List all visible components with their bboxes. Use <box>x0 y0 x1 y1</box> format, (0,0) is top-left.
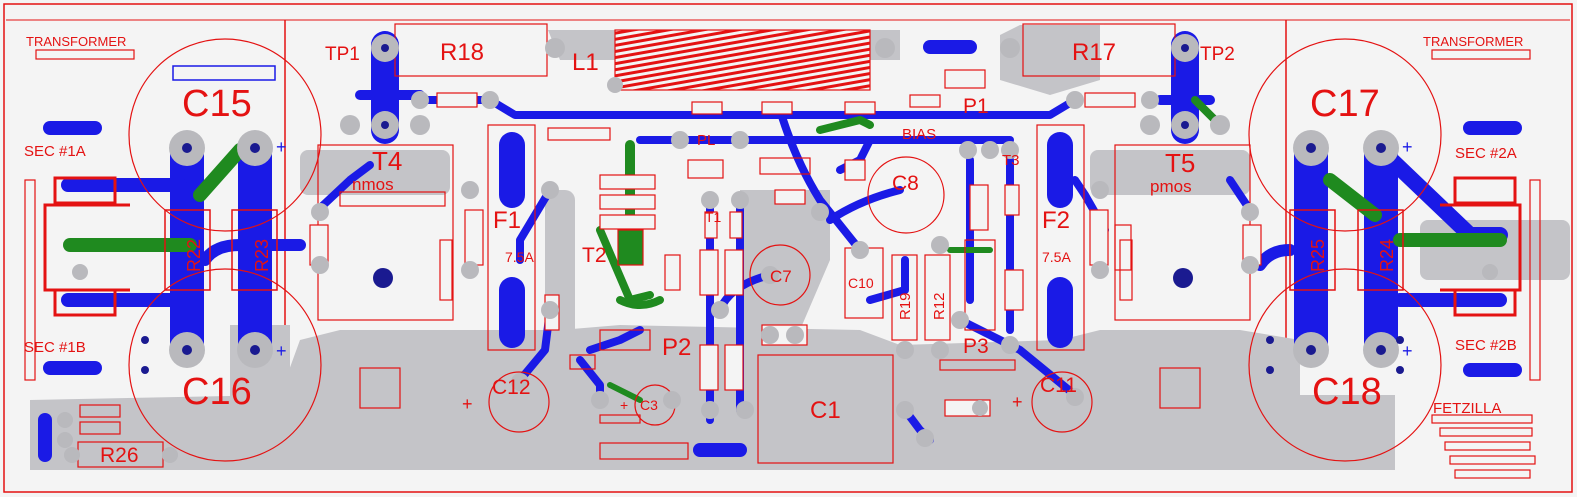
t2-label: T2 <box>582 244 607 267</box>
f2-rating-label: 7.5A <box>1042 249 1071 265</box>
r24-label: R24 <box>1377 239 1397 272</box>
svg-text:+: + <box>620 397 628 413</box>
tp2-label: TP2 <box>1200 44 1235 65</box>
silkscreen-outlines <box>24 23 1541 479</box>
l1-label: L1 <box>572 49 599 76</box>
fetzilla-label: FETZILLA <box>1433 400 1501 417</box>
t5-type-label: pmos <box>1150 177 1192 196</box>
svg-text:+: + <box>276 137 287 157</box>
transformer-left-label: TRANSFORMER <box>26 34 126 49</box>
r18-label: R18 <box>440 39 484 66</box>
drill-holes <box>141 44 1404 374</box>
r12-label: R12 <box>931 292 948 320</box>
t4-type-label: nmos <box>352 175 394 194</box>
bias-label: BIAS <box>902 126 936 143</box>
p2-label: P2 <box>662 334 691 361</box>
r22-label: R22 <box>184 239 204 272</box>
c3-label: C3 <box>640 397 658 413</box>
c17-label: C17 <box>1310 83 1380 125</box>
p3-label: P3 <box>963 335 989 358</box>
top-copper-traces <box>63 96 1507 403</box>
c15-marker-box <box>172 65 276 81</box>
r26-label: R26 <box>100 444 139 467</box>
c11-label: C11 <box>1040 374 1077 397</box>
sec1a-label: SEC #1A <box>24 143 86 160</box>
t1-label: T1 <box>705 209 722 225</box>
t4-label: T4 <box>372 146 402 176</box>
c15-label: C15 <box>182 83 252 125</box>
small-resistors <box>309 92 1262 417</box>
c1-label: C1 <box>810 397 841 424</box>
r23-label: R23 <box>252 239 272 272</box>
svg-text:+: + <box>276 341 287 361</box>
r19-label: R19 <box>897 292 914 320</box>
secondary-connectors <box>43 176 1522 317</box>
pl-label: PL <box>697 132 715 149</box>
c18-label: C18 <box>1312 371 1382 413</box>
t3-label: T3 <box>1002 152 1020 169</box>
c8-label: C8 <box>892 172 919 195</box>
f1-label: F1 <box>493 207 521 234</box>
r17-label: R17 <box>1072 39 1116 66</box>
svg-text:+: + <box>1012 392 1023 412</box>
svg-text:+: + <box>462 394 473 414</box>
svg-text:+: + <box>1402 137 1413 157</box>
ballast-resistors <box>164 209 1404 291</box>
f1-rating-label: 7.5A <box>505 249 534 265</box>
sec2b-label: SEC #2B <box>1455 337 1517 354</box>
tp1-label: TP1 <box>325 44 360 65</box>
transformer-right-label: TRANSFORMER <box>1423 34 1523 49</box>
p1-label: P1 <box>963 95 989 118</box>
sec2a-label: SEC #2A <box>1455 145 1517 162</box>
component-labels: TRANSFORMER TRANSFORMER SEC #1A SEC #1B … <box>24 34 1523 467</box>
c7-label: C7 <box>770 267 792 286</box>
c16-label: C16 <box>182 371 252 413</box>
sec1b-label: SEC #1B <box>24 339 86 356</box>
c12-label: C12 <box>492 376 531 399</box>
ground-plane <box>30 25 1570 470</box>
svg-text:+: + <box>1402 341 1413 361</box>
polarity-marks: + + + + + + + <box>276 137 1413 414</box>
f2-label: F2 <box>1042 207 1070 234</box>
r25-label: R25 <box>1308 239 1328 272</box>
t5-label: T5 <box>1165 148 1195 178</box>
c10-label: C10 <box>848 275 874 291</box>
